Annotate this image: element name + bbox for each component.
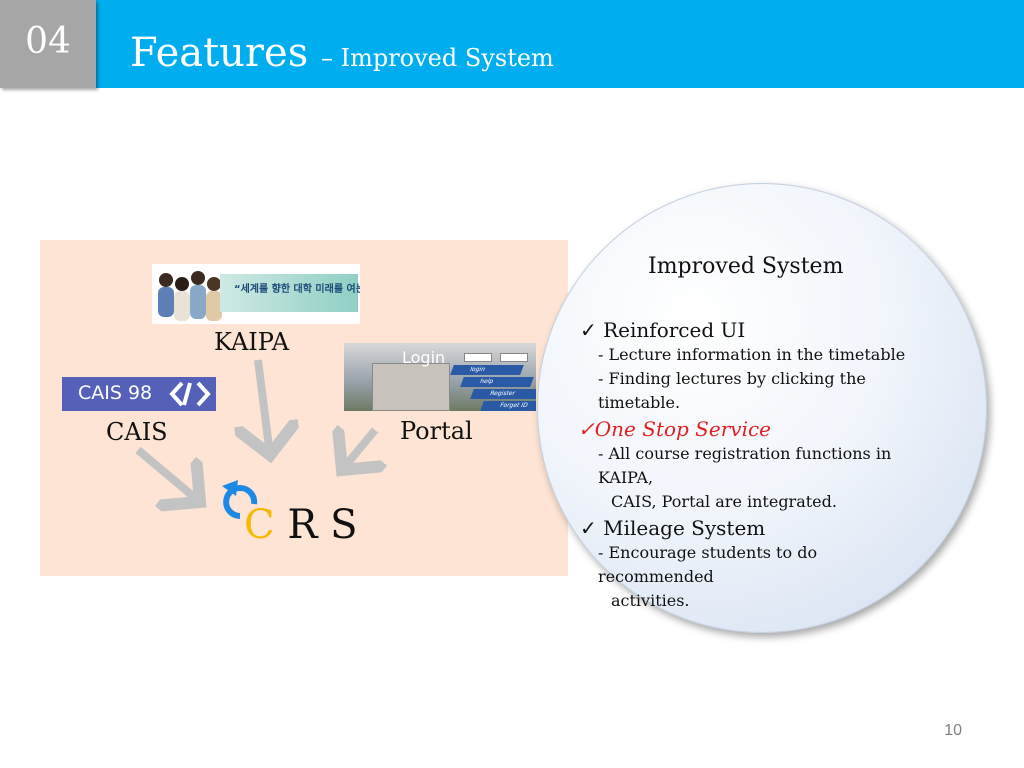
page-number: 10 bbox=[944, 722, 962, 739]
feature-detail: - Finding lectures by clicking the bbox=[598, 369, 866, 388]
check-icon: ✓ bbox=[580, 516, 597, 540]
feature-heading: ✓One Stop Service bbox=[578, 416, 771, 442]
cais-logo-text: CAIS 98 bbox=[78, 382, 153, 404]
section-number-box: 04 bbox=[0, 0, 96, 88]
feature-detail: CAIS, Portal are integrated. bbox=[611, 492, 837, 511]
refresh-arrowhead bbox=[222, 480, 238, 496]
feature-heading: ✓ Reinforced UI bbox=[580, 317, 745, 343]
kaipa-image: “세계를 향한 대학 미래를 여는 연구” bbox=[152, 264, 360, 324]
feature-detail: - Lecture information in the timetable bbox=[598, 345, 906, 364]
feature-heading-text: One Stop Service bbox=[594, 417, 772, 441]
portal-label: Portal bbox=[400, 417, 473, 445]
feature-heading-text: Reinforced UI bbox=[596, 318, 746, 342]
arrow-cais-to-crs bbox=[135, 446, 200, 502]
crs-logo: C R S bbox=[244, 502, 358, 548]
portal-login-text: Login bbox=[402, 348, 446, 367]
slide-title: Features – Improved System bbox=[130, 30, 554, 81]
check-icon: ✓ bbox=[580, 318, 597, 342]
feature-detail: - All course registration functions in bbox=[598, 444, 892, 463]
cais-label: CAIS bbox=[106, 418, 168, 446]
check-icon: ✓ bbox=[578, 417, 595, 441]
kaipa-label: KAIPA bbox=[214, 328, 290, 356]
arrow-kaipa-to-crs bbox=[258, 359, 270, 455]
section-number: 04 bbox=[25, 21, 71, 62]
feature-heading-text: Mileage System bbox=[596, 516, 766, 540]
feature-detail: KAIPA, bbox=[598, 468, 654, 487]
title-main: Features bbox=[130, 30, 309, 76]
cais-logo: CAIS 98 bbox=[62, 377, 216, 411]
feature-detail: - Encourage students to do bbox=[598, 543, 818, 562]
portal-pw-field bbox=[500, 353, 528, 362]
improved-system-circle bbox=[537, 183, 987, 633]
crs-letter-c: C bbox=[244, 502, 275, 548]
flow-arrows bbox=[135, 359, 600, 519]
feature-detail: recommended bbox=[598, 567, 714, 586]
feature-detail: timetable. bbox=[598, 393, 681, 412]
feature-detail: activities. bbox=[611, 591, 690, 610]
building-icon bbox=[372, 363, 450, 411]
crs-letters-rs: R S bbox=[274, 502, 358, 548]
arrow-portal-to-crs bbox=[342, 430, 375, 470]
header-bar bbox=[0, 0, 1024, 88]
chevrons-icon bbox=[169, 381, 211, 407]
feature-heading: ✓ Mileage System bbox=[580, 515, 765, 541]
kaipa-banner: “세계를 향한 대학 미래를 여는 연구” bbox=[220, 274, 360, 312]
kaipa-banner-text: “세계를 향한 대학 미래를 여는 연구” bbox=[234, 284, 360, 295]
circle-title: Improved System bbox=[648, 254, 844, 279]
portal-id-field bbox=[464, 353, 492, 362]
title-subtitle: – Improved System bbox=[320, 44, 554, 72]
portal-image: Login login help Register Forget ID bbox=[344, 343, 536, 411]
